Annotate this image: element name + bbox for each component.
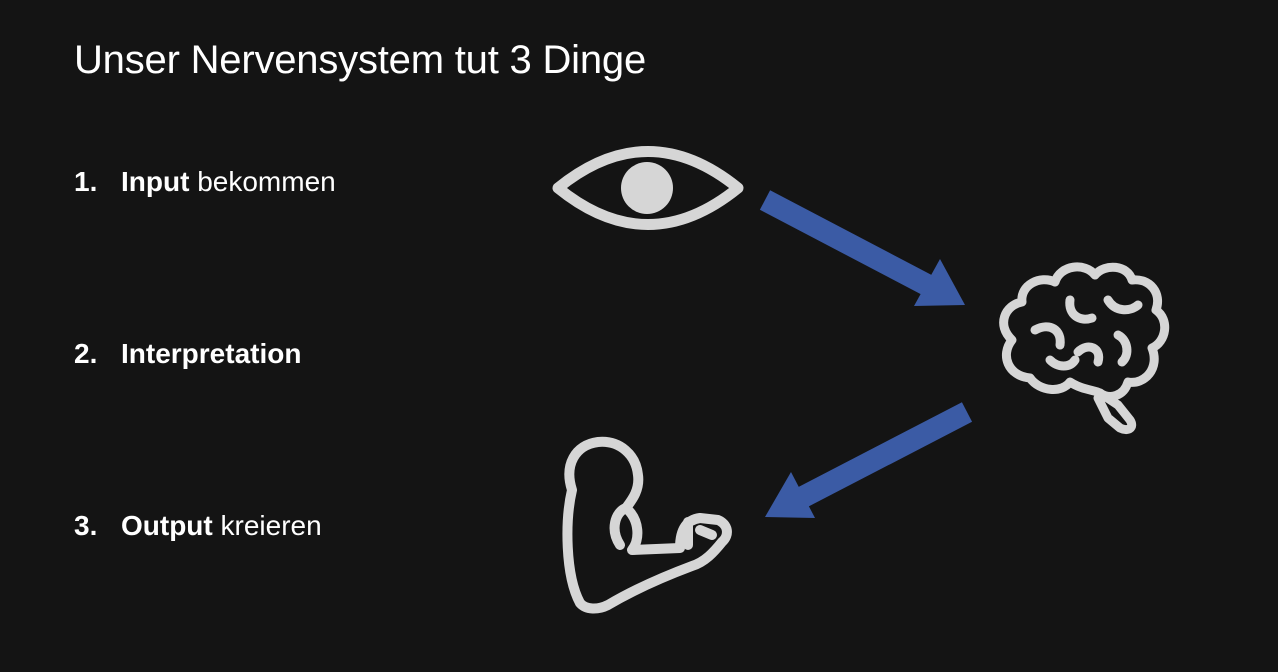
list-text: bekommen <box>189 166 336 197</box>
list-number: 1. <box>74 166 98 197</box>
slide-title: Unser Nervensystem tut 3 Dinge <box>74 38 647 82</box>
list-item-interpretation: 2. Interpretation <box>74 337 301 371</box>
list-item-input: 1. Input bekommen <box>74 165 336 199</box>
list-number: 3. <box>74 510 98 541</box>
flexed-arm-icon <box>562 436 732 614</box>
arrow-input-to-brain <box>759 190 965 306</box>
list-item-output: 3. Output kreieren <box>74 509 322 543</box>
list-text: kreieren <box>212 510 322 541</box>
list-keyword: Interpretation <box>121 338 302 369</box>
list-keyword: Input <box>121 166 190 197</box>
eye-icon <box>552 146 744 230</box>
list-number: 2. <box>74 338 98 369</box>
brain-icon <box>999 262 1170 435</box>
arrow-brain-to-output <box>765 402 973 518</box>
list-keyword: Output <box>121 510 213 541</box>
